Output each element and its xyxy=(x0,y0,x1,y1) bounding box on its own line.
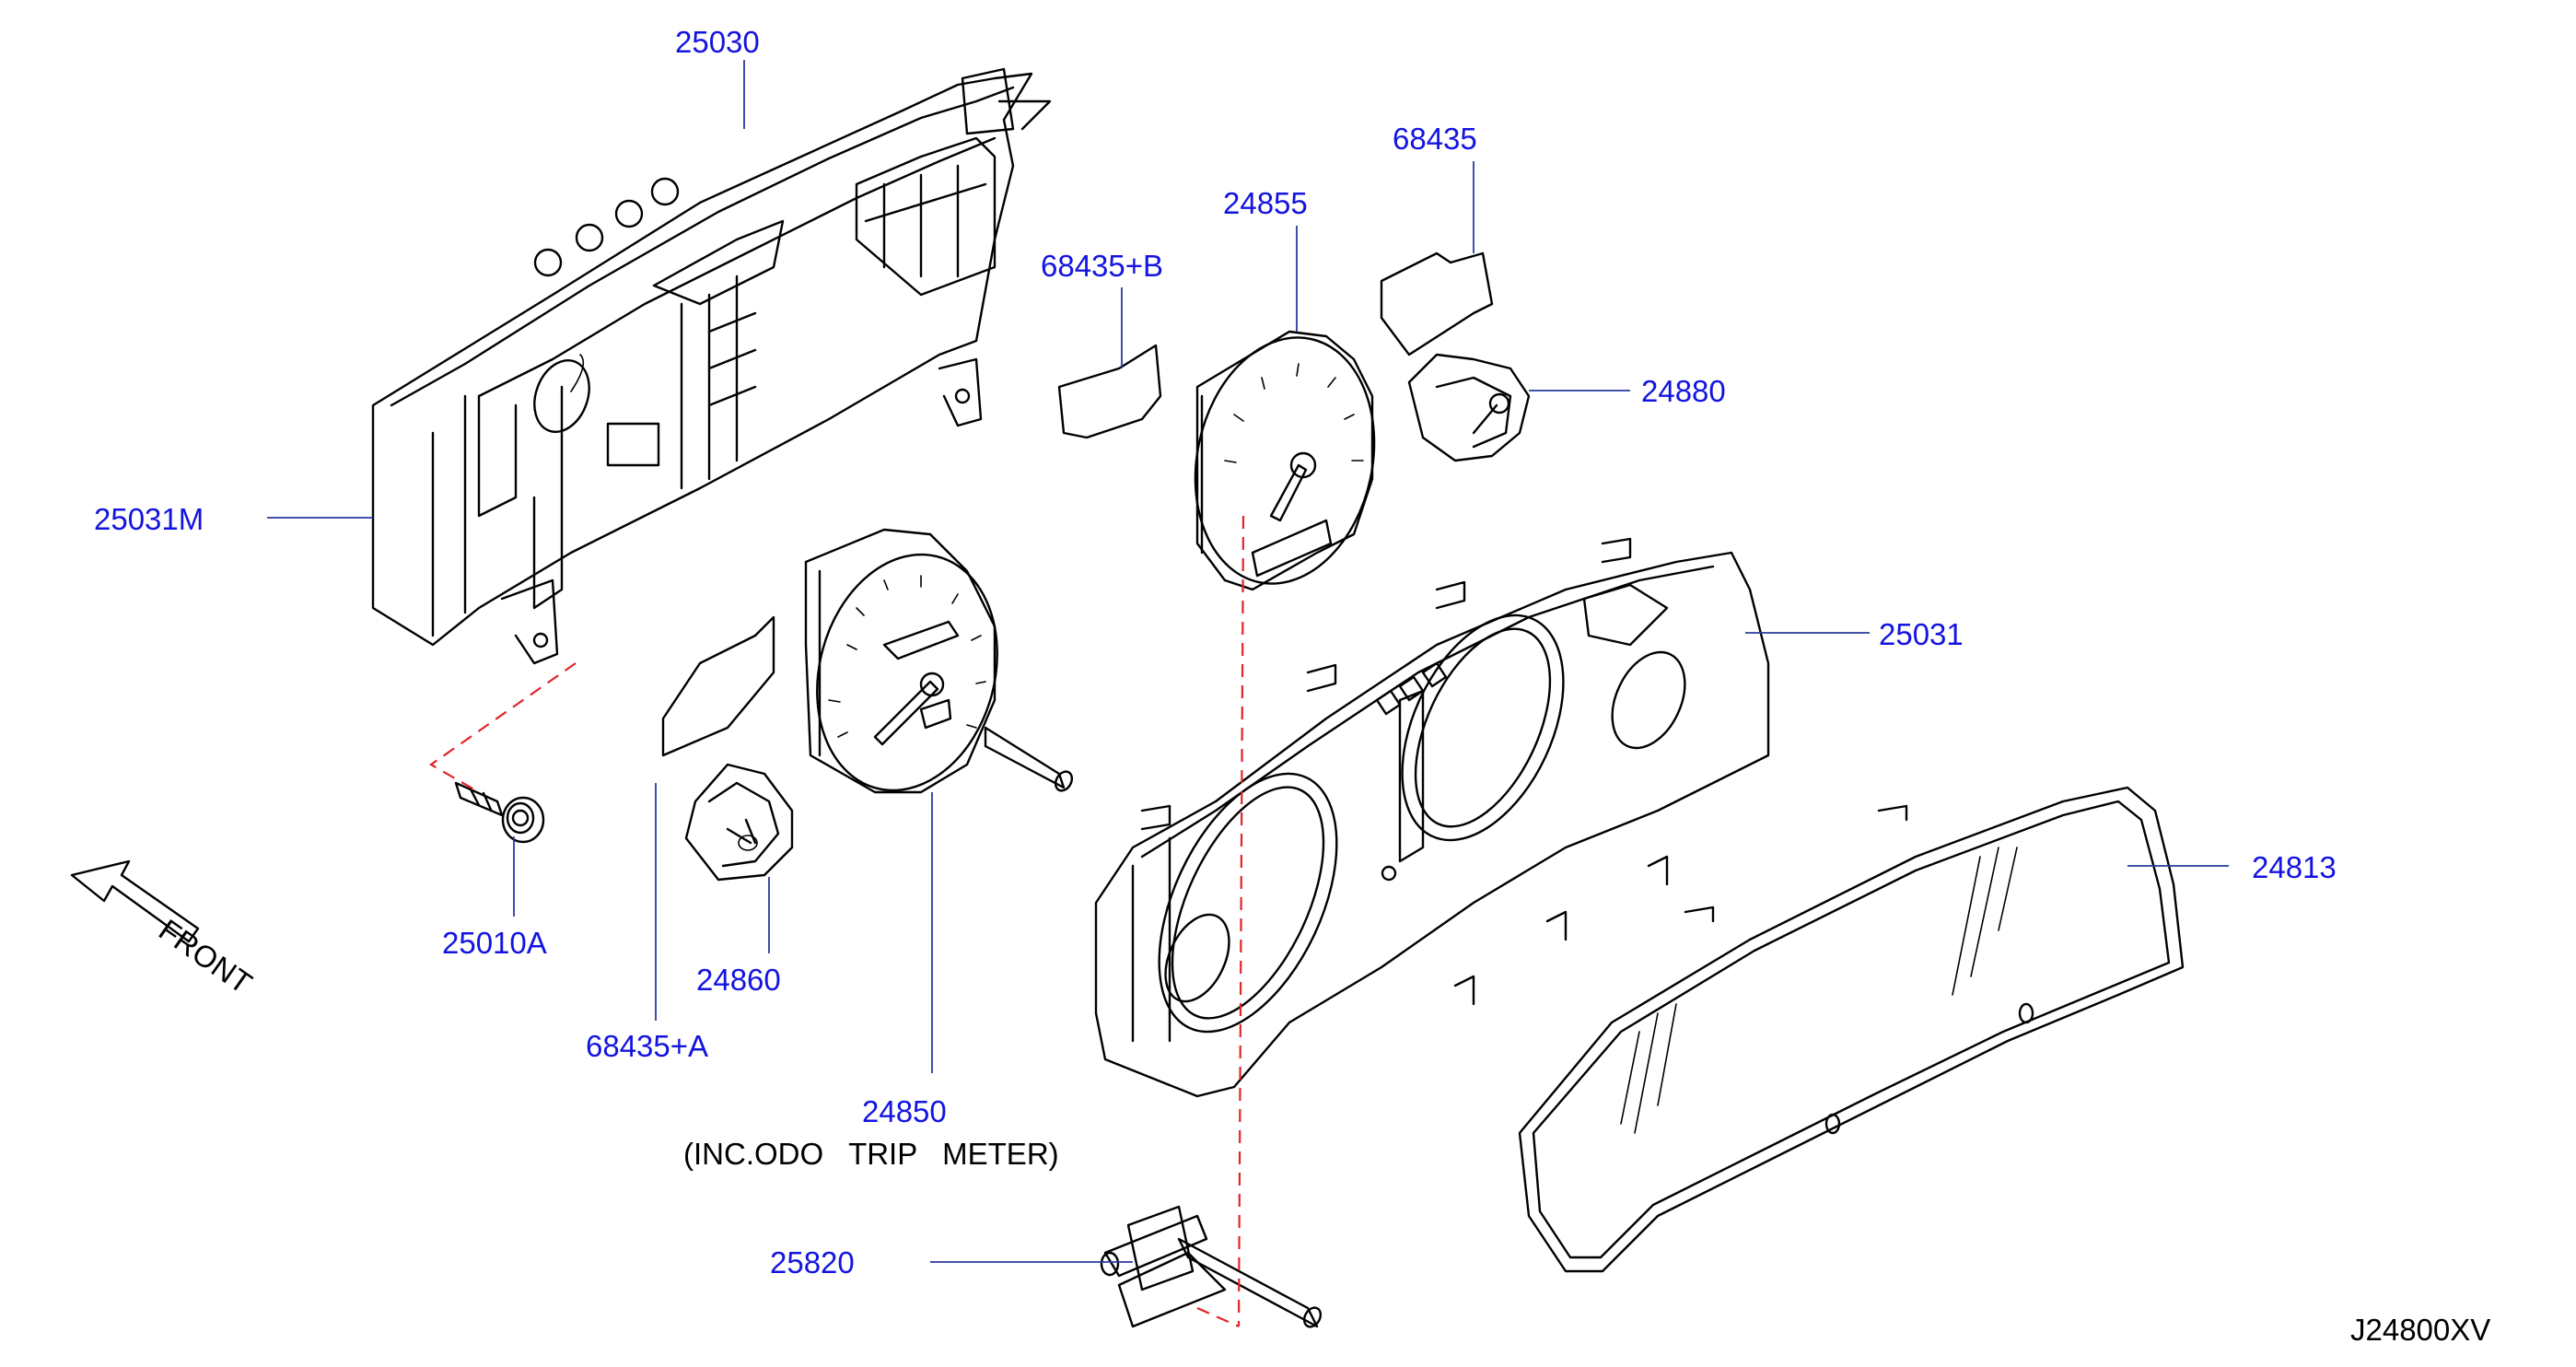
sensor-25820 xyxy=(1100,1205,1323,1328)
label-24855: 24855 xyxy=(1223,186,1308,220)
front-cover-25031 xyxy=(1094,537,1770,1098)
front-label: FRONT xyxy=(153,912,258,999)
diagram-code: J24800XV xyxy=(2350,1313,2490,1347)
pad-68435A xyxy=(661,615,775,757)
speedometer-24850 xyxy=(804,528,1074,794)
label-25820: 25820 xyxy=(770,1245,855,1279)
label-24860: 24860 xyxy=(696,963,781,997)
label-68435B: 68435+B xyxy=(1041,249,1163,283)
leader-lines xyxy=(267,60,2229,1263)
label-68435: 68435 xyxy=(1393,122,1477,156)
tachometer-24855 xyxy=(1194,330,1376,591)
label-68435A: 68435+A xyxy=(586,1029,708,1063)
gauge-24880 xyxy=(1407,353,1531,462)
lens-24813 xyxy=(1518,786,2185,1273)
gauge-24860 xyxy=(684,763,794,882)
label-24850-note: (INC.ODO TRIP METER) xyxy=(683,1137,1059,1171)
assembly-lines xyxy=(428,515,1245,1328)
screw-25010A xyxy=(454,781,545,844)
pad-68435 xyxy=(1380,251,1494,356)
front-direction-arrow: FRONT xyxy=(70,859,258,1000)
label-25031: 25031 xyxy=(1879,617,1964,651)
label-25010A: 25010A xyxy=(442,926,547,960)
label-24850: 24850 xyxy=(862,1094,947,1128)
label-25031M: 25031M xyxy=(94,502,204,536)
label-24880: 24880 xyxy=(1641,374,1726,408)
part-labels: 25030 25031M 25010A 68435+B 68435+A 2486… xyxy=(94,25,2490,1347)
rear-housing-25030 xyxy=(371,67,1052,665)
pad-68435B xyxy=(1057,344,1162,439)
label-24813: 24813 xyxy=(2252,850,2337,884)
label-25030: 25030 xyxy=(675,25,760,59)
